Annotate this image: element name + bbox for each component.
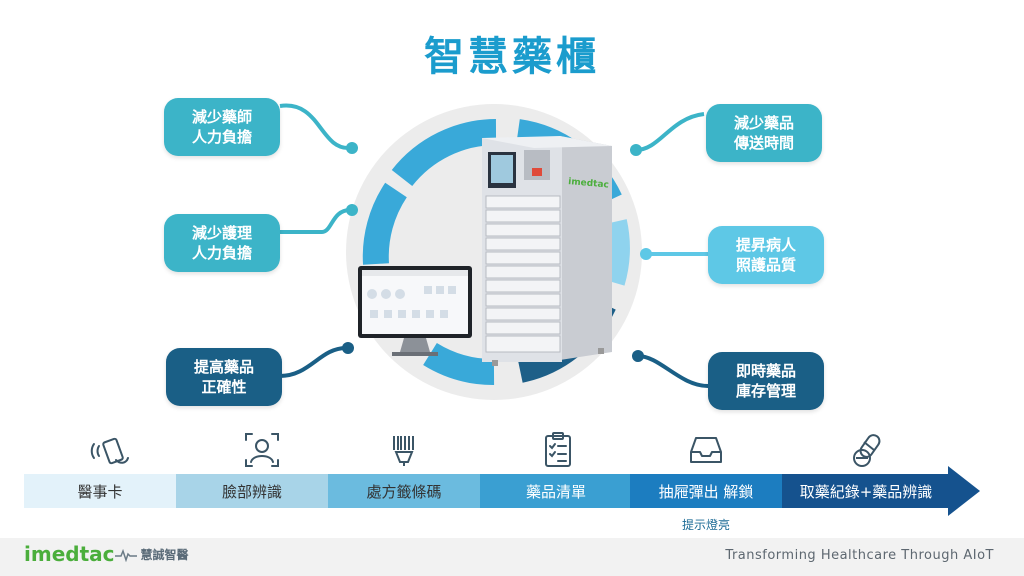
ring-segment [362, 182, 408, 265]
connector-line [280, 208, 351, 234]
step-segment: 藥品清單 [480, 474, 632, 508]
benefit-line: 正確性 [201, 378, 247, 396]
connector-dot [342, 342, 354, 354]
connector-line [637, 354, 709, 388]
step-label: 藥品清單 [525, 482, 586, 501]
step-segment: 處方籤條碼 [328, 474, 480, 508]
logo-word: imedtac [24, 542, 115, 566]
connector-line [279, 346, 347, 378]
connector-dot [346, 204, 358, 216]
benefit-line: 提昇病人 [735, 236, 796, 254]
benefit-line: 傳送時間 [733, 134, 794, 152]
ring-segment [599, 219, 630, 286]
benefit-line: 即時藥品 [735, 362, 796, 380]
monitor [358, 266, 472, 356]
connector-dot [632, 350, 644, 362]
step-note: 提示燈亮 [681, 518, 730, 532]
benefit-line: 庫存管理 [735, 382, 796, 400]
step-segment: 臉部辨識 [176, 474, 328, 508]
benefit-line: 提高藥品 [193, 358, 254, 376]
barcode-scanner-icon [380, 428, 428, 472]
medicine-cabinet: imedtac [482, 136, 612, 366]
benefit-line: 減少護理 [191, 224, 252, 242]
step-label: 醫事卡 [77, 482, 123, 501]
page-title: 智慧藥櫃 [424, 34, 600, 80]
step-segment: 抽屜彈出 解鎖 [630, 474, 782, 508]
benefit-line: 減少藥品 [733, 114, 794, 132]
ring-segment [423, 342, 495, 386]
step-label: 取藥紀錄+藥品辨識 [799, 482, 933, 501]
company-logo: imedtac 慧誠智醫 [24, 542, 189, 566]
step-label: 抽屜彈出 解鎖 [658, 482, 754, 501]
benefit-box: 提昇病人 照護品質 [708, 226, 824, 284]
connector-line [635, 112, 705, 152]
connector-dot [630, 144, 642, 156]
benefit-box: 減少護理 人力負擔 [164, 214, 280, 272]
cabinet-brand: imedtac [568, 177, 609, 191]
step-label: 臉部辨識 [221, 482, 282, 501]
benefit-box: 減少藥師 人力負擔 [164, 98, 280, 156]
heartbeat-icon [114, 548, 137, 562]
connector-dot [640, 248, 652, 260]
face-recognition-icon [238, 428, 286, 472]
ring-segment [391, 119, 497, 187]
step-segment: 醫事卡 [24, 474, 176, 508]
connector-dot [346, 142, 358, 154]
logo-chinese: 慧誠智醫 [140, 548, 189, 562]
tagline: Transforming Healthcare Through AIoT [725, 548, 994, 563]
benefit-line: 人力負擔 [191, 244, 252, 262]
benefit-box: 即時藥品 庫存管理 [708, 352, 824, 410]
footer: imedtac 慧誠智醫 Transforming Healthcare Thr… [0, 538, 1024, 576]
nfc-card-icon [86, 428, 134, 472]
drawer-tray-icon [682, 428, 730, 472]
flow-arrowhead [948, 466, 980, 516]
benefit-line: 人力負擔 [191, 128, 252, 146]
checklist-icon [534, 428, 582, 472]
step-label: 處方籤條碼 [366, 482, 442, 501]
benefit-line: 照護品質 [735, 256, 796, 274]
benefit-box: 提高藥品 正確性 [166, 348, 282, 406]
step-segment: 取藥紀錄+藥品辨識 [782, 474, 950, 508]
pills-icon [846, 428, 894, 472]
connector-line [279, 103, 351, 151]
benefit-box: 減少藥品 傳送時間 [706, 104, 822, 162]
benefit-line: 減少藥師 [191, 108, 252, 126]
